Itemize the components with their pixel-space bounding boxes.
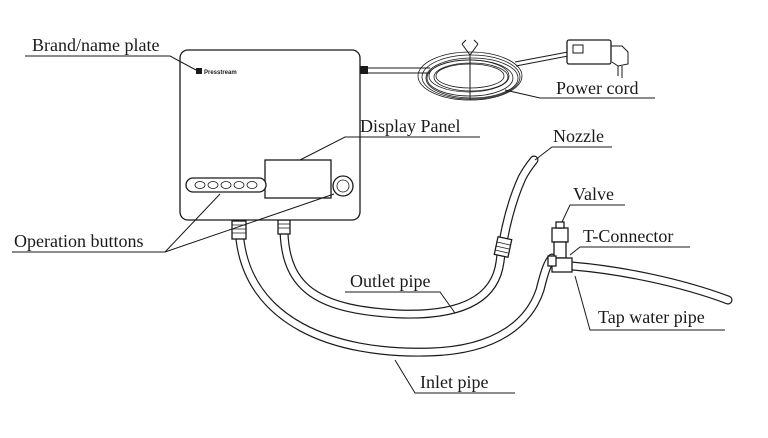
cord-coil [417, 39, 523, 101]
label-operation-buttons: Operation buttons [14, 231, 143, 251]
labels: Brand/name plate Power cord Display Pane… [14, 35, 705, 392]
label-outlet-pipe: Outlet pipe [350, 271, 430, 291]
label-brand-plate: Brand/name plate [32, 35, 159, 55]
leader-display-panel [299, 136, 480, 161]
heater-unit: Presstream [179, 49, 361, 221]
inlet-pipe-hose [235, 235, 557, 357]
label-inlet-pipe: Inlet pipe [420, 372, 488, 392]
leader-tap-water-pipe [574, 275, 725, 331]
label-valve: Valve [573, 184, 614, 204]
leader-lines [12, 55, 725, 394]
power-button [332, 175, 354, 197]
label-power-cord: Power cord [556, 78, 638, 98]
leader-nozzle [534, 146, 612, 161]
brand-logo: Presstream [204, 70, 237, 76]
brand-plate: Presstream [196, 68, 237, 76]
label-display-panel: Display Panel [360, 116, 461, 136]
nozzle-fitting [493, 235, 513, 259]
operation-button-strip [185, 177, 267, 193]
display-panel [264, 159, 332, 199]
inlet-connector [231, 220, 247, 240]
valve-and-t-connector [547, 221, 573, 273]
leader-operation-buttons-2 [164, 193, 335, 253]
label-tap-water-pipe: Tap water pipe [598, 307, 705, 327]
leader-valve [561, 204, 625, 223]
outlet-pipe-hose [279, 155, 539, 319]
leader-t-connector [569, 246, 690, 256]
label-t-connector: T-Connector [583, 226, 673, 246]
leader-inlet-pipe [394, 359, 515, 394]
outlet-connector [277, 219, 291, 235]
tap-water-pipe-hose [567, 261, 733, 305]
leader-power-cord [504, 89, 655, 99]
plug [566, 39, 629, 78]
leader-brand-plate [25, 55, 197, 71]
leader-outlet-pipe [345, 291, 456, 314]
power-cord [358, 39, 629, 101]
label-nozzle: Nozzle [553, 126, 604, 146]
